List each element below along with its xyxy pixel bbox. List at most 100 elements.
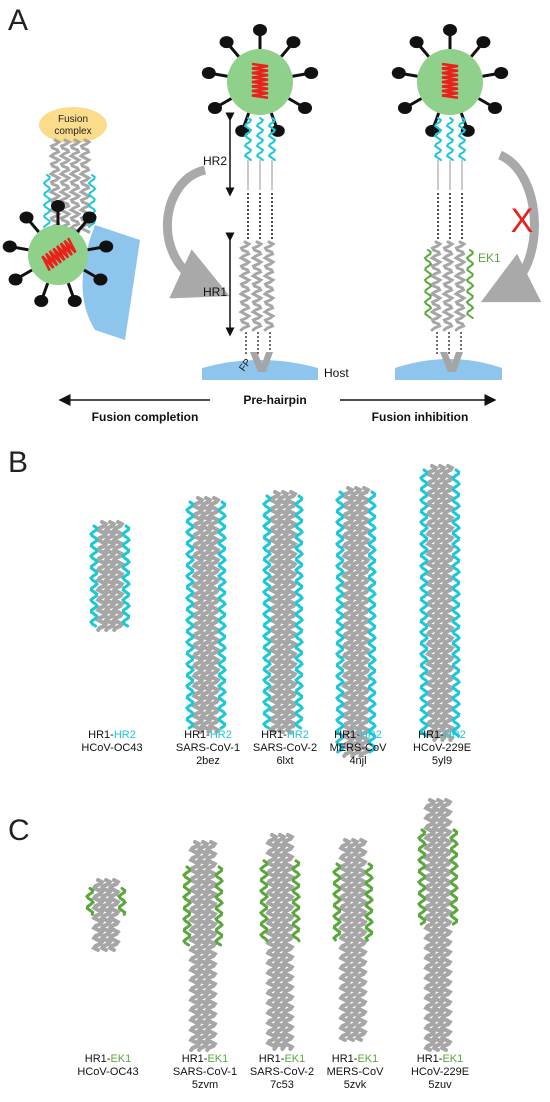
peptide-helix: [85, 886, 95, 916]
pre-hairpin-diagram: HR2 HR1 FP Host: [201, 24, 349, 380]
panel-b-letter: B: [8, 446, 28, 479]
core-helix: [433, 464, 447, 742]
construct-peptide: EK1: [207, 1053, 228, 1065]
hr2-helix: [457, 117, 467, 161]
spike-head: [219, 36, 234, 49]
core-helix: [91, 878, 105, 952]
spike-head: [93, 273, 108, 286]
spike-stalk: [41, 282, 50, 297]
core-helix: [338, 838, 352, 1042]
inhibition-x-mark: X: [511, 202, 534, 240]
linker-dots-middle: [247, 193, 273, 240]
core-helix: [425, 464, 439, 742]
core-helix: [431, 798, 445, 1052]
pre-hairpin-label: Pre-hairpin: [243, 393, 306, 407]
c-caption-pdb: 5zvm: [192, 1079, 218, 1091]
c-caption-pdb: 5zvk: [344, 1079, 367, 1091]
core-helix: [103, 520, 117, 632]
c-structure-3: [259, 833, 301, 1051]
ek1-helix: [465, 249, 475, 319]
b-structure-3: [262, 490, 304, 734]
construct-prefix: HR1-: [417, 1053, 443, 1065]
spike-stalk: [470, 45, 482, 58]
c-structure-5: [417, 798, 459, 1052]
spike-stalk: [292, 72, 307, 78]
core-helix: [276, 490, 290, 734]
b-structure-1: [89, 520, 131, 632]
peptide-helix: [89, 524, 99, 628]
fusion-complex-line2: complex: [54, 126, 91, 137]
c-caption-virus: MERS-CoV: [327, 1066, 385, 1078]
spike-stalk: [14, 245, 29, 252]
b-caption-virus: SARS-CoV-1: [176, 742, 240, 754]
hr2-label: HR2: [203, 154, 227, 168]
construct-peptide: HR2: [360, 729, 382, 741]
spike-head: [298, 102, 313, 114]
fusion-inhibition-label: Fusion inhibition: [372, 410, 469, 424]
core-helix: [354, 838, 368, 1042]
spike-stalk: [418, 45, 430, 58]
core-helix: [207, 496, 221, 734]
spike-stalk: [408, 97, 423, 107]
linker-dots-right: [437, 193, 463, 240]
core-helix: [107, 878, 121, 952]
c-structure-1: [85, 878, 127, 952]
b-caption-virus: HCoV-OC43: [81, 742, 142, 754]
construct-peptide: HR2: [444, 729, 466, 741]
construct-prefix: HR1-: [88, 729, 114, 741]
spike-head: [488, 102, 503, 114]
core-helix: [268, 490, 282, 734]
peptide-helix: [417, 828, 427, 926]
spike-head: [8, 273, 23, 286]
post-fusion-helix: [48, 138, 62, 234]
construct-peptide: HR2: [114, 729, 136, 741]
host-membrane-left: [82, 225, 140, 340]
hr2-helix: [255, 117, 265, 161]
c-caption-construct: HR1-EK1: [417, 1053, 463, 1065]
core-helix: [95, 520, 109, 632]
spike-head: [19, 211, 34, 224]
spike-head: [82, 211, 97, 224]
spike-head: [201, 66, 216, 79]
core-helix: [99, 878, 113, 952]
spike-head: [460, 124, 475, 137]
b-caption-construct: HR1-HR2: [261, 729, 309, 741]
core-helix: [284, 490, 298, 734]
spring-zigzag: [441, 62, 459, 99]
construct-peptide: EK1: [442, 1053, 463, 1065]
construct-prefix: HR1-: [182, 1053, 208, 1065]
core-helix: [265, 833, 279, 1051]
panel-c-structures: [85, 798, 459, 1052]
spike-head: [304, 66, 319, 79]
hr1-helix: [453, 240, 467, 332]
b-caption-virus: HCoV-229E: [413, 742, 471, 754]
core-helix: [111, 520, 125, 632]
core-helix: [357, 486, 371, 758]
panel-b-structures: [89, 464, 461, 758]
construct-peptide: EK1: [284, 1053, 305, 1065]
fusion-completion-label: Fusion completion: [92, 410, 199, 424]
ek1-helix: [423, 249, 433, 319]
peptide-helix: [419, 468, 429, 738]
post-fusion-hr2: [42, 174, 52, 228]
hr2-helix: [267, 117, 277, 161]
spike-head: [409, 36, 424, 49]
c-caption-virus: SARS-CoV-2: [250, 1066, 314, 1078]
c-caption-pdb: 7c53: [270, 1079, 294, 1091]
peptide-helix: [451, 468, 461, 738]
hr2-helix: [243, 117, 253, 161]
ek1-label: EK1: [478, 251, 501, 265]
peptide-helix: [367, 490, 377, 754]
core-helix: [439, 798, 453, 1052]
hr1-helix: [238, 240, 252, 332]
hr1-label: HR1: [203, 285, 227, 299]
spike-stalk: [403, 72, 418, 78]
peptide-helix: [364, 862, 374, 942]
b-caption-pdb: 4njl: [349, 755, 366, 767]
peptide-helix: [262, 494, 272, 730]
b-caption-construct: HR1-HR2: [334, 729, 382, 741]
peptide-helix: [185, 500, 195, 730]
c-caption-virus: HCoV-229E: [411, 1066, 469, 1078]
spike-stalk: [213, 72, 228, 78]
spike-stalk: [482, 72, 497, 78]
